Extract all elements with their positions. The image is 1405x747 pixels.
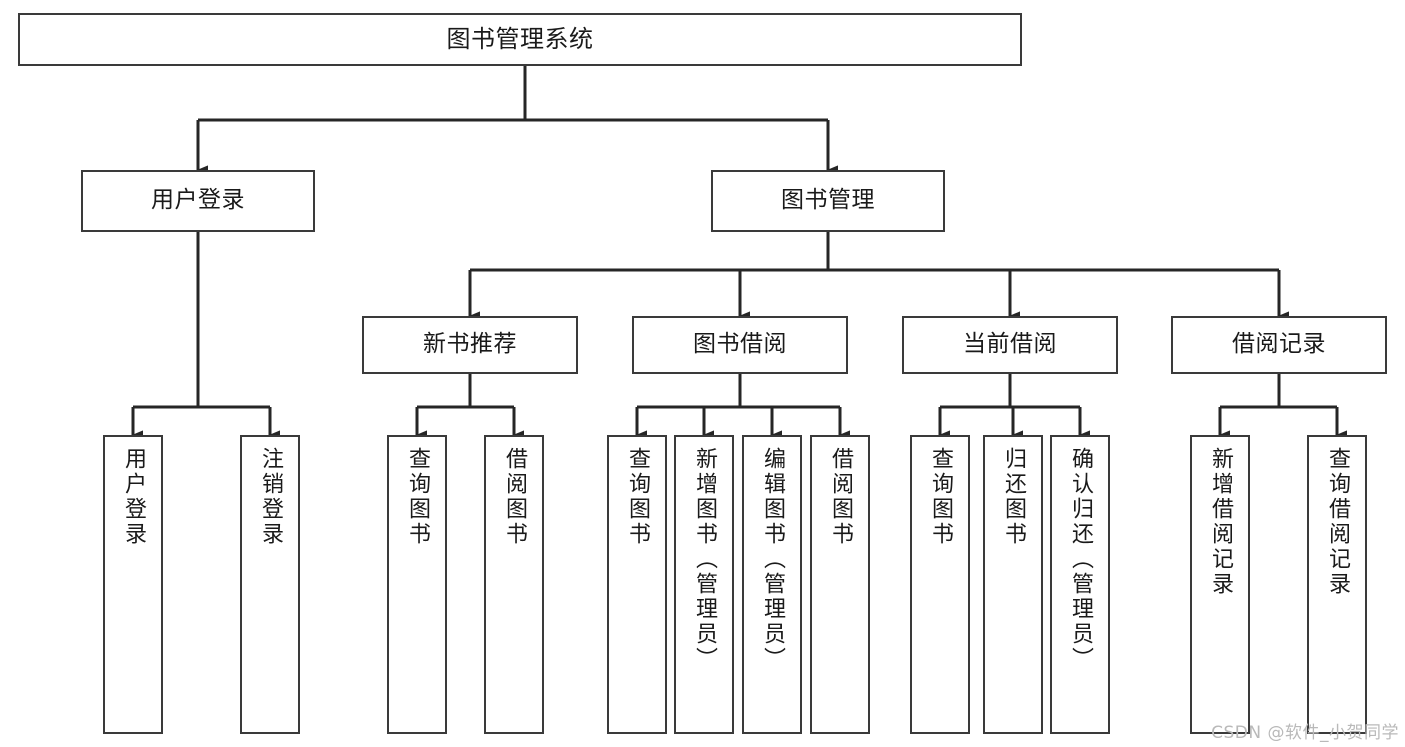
node-leaf-label: 查询图书: [625, 447, 650, 547]
node-leaf-user-login[interactable]: 用户登录: [103, 435, 163, 734]
node-root-label: 图书管理系统: [446, 25, 594, 54]
node-leaf-label: 用户登录: [121, 447, 146, 547]
node-user-login-label: 用户登录: [151, 187, 245, 214]
node-leaf-label: 查询图书: [928, 447, 953, 547]
node-leaf-label: 借阅图书: [828, 447, 853, 547]
node-leaf-label: 新增图书（管理员）: [692, 447, 717, 672]
node-leaf-query-book-borrow[interactable]: 查询图书: [607, 435, 667, 734]
node-new-book-recommend-label: 新书推荐: [423, 331, 517, 358]
node-leaf-label: 注销登录: [258, 447, 283, 547]
node-book-management[interactable]: 图书管理: [711, 170, 945, 232]
node-borrow-record-label: 借阅记录: [1232, 331, 1326, 358]
node-leaf-add-borrow-record[interactable]: 新增借阅记录: [1190, 435, 1250, 734]
node-book-borrow-label: 图书借阅: [693, 331, 787, 358]
node-leaf-add-book-admin[interactable]: 新增图书（管理员）: [674, 435, 734, 734]
node-leaf-label: 确认归还（管理员）: [1068, 447, 1093, 672]
node-borrow-record[interactable]: 借阅记录: [1171, 316, 1387, 374]
node-leaf-label: 借阅图书: [502, 447, 527, 547]
node-leaf-label: 查询图书: [405, 447, 430, 547]
node-root-library-system[interactable]: 图书管理系统: [18, 13, 1022, 66]
node-new-book-recommend[interactable]: 新书推荐: [362, 316, 578, 374]
node-book-borrow[interactable]: 图书借阅: [632, 316, 848, 374]
node-book-management-label: 图书管理: [781, 187, 875, 214]
node-leaf-borrow-book[interactable]: 借阅图书: [810, 435, 870, 734]
node-leaf-borrow-book-recommend[interactable]: 借阅图书: [484, 435, 544, 734]
node-leaf-query-book-recommend[interactable]: 查询图书: [387, 435, 447, 734]
node-leaf-label: 归还图书: [1001, 447, 1026, 547]
node-leaf-label: 新增借阅记录: [1208, 447, 1233, 597]
node-leaf-query-book-current[interactable]: 查询图书: [910, 435, 970, 734]
node-leaf-confirm-return-admin[interactable]: 确认归还（管理员）: [1050, 435, 1110, 734]
node-leaf-logout[interactable]: 注销登录: [240, 435, 300, 734]
node-leaf-return-book[interactable]: 归还图书: [983, 435, 1043, 734]
node-current-borrow[interactable]: 当前借阅: [902, 316, 1118, 374]
node-user-login[interactable]: 用户登录: [81, 170, 315, 232]
node-leaf-label: 编辑图书（管理员）: [760, 447, 785, 672]
node-current-borrow-label: 当前借阅: [963, 331, 1057, 358]
node-leaf-edit-book-admin[interactable]: 编辑图书（管理员）: [742, 435, 802, 734]
node-leaf-query-borrow-record[interactable]: 查询借阅记录: [1307, 435, 1367, 734]
node-leaf-label: 查询借阅记录: [1325, 447, 1350, 597]
